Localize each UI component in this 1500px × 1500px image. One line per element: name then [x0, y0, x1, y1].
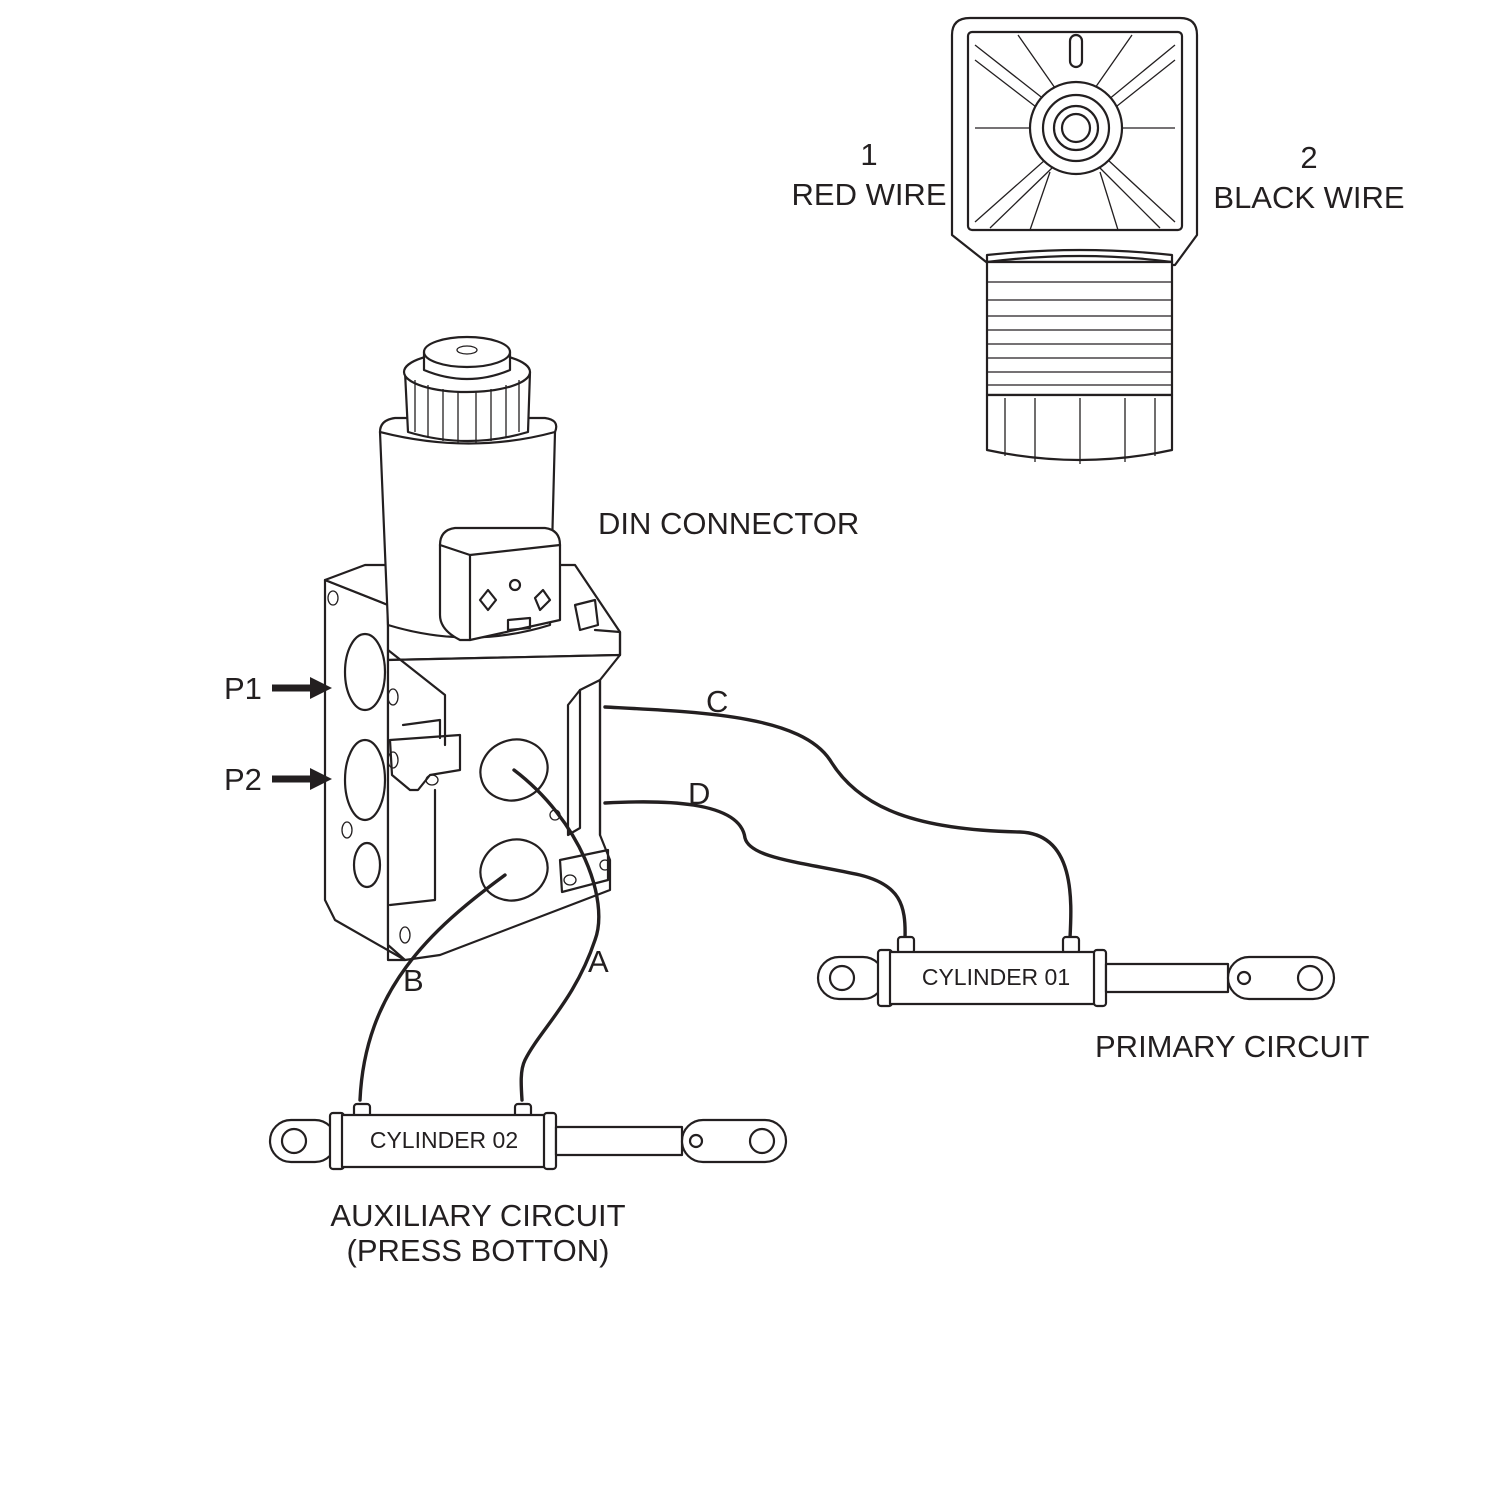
- auxiliary-circuit-label: AUXILIARY CIRCUIT: [330, 1198, 625, 1233]
- cylinder-01: [816, 935, 1336, 1008]
- port-c-label: C: [706, 684, 728, 719]
- pin1-number: 1: [860, 137, 877, 172]
- cylinder-01-label: CYLINDER 01: [922, 964, 1070, 990]
- cylinder-02: [268, 1102, 788, 1171]
- pin1-label: RED WIRE: [792, 177, 947, 212]
- pin2-number: 2: [1300, 140, 1317, 175]
- primary-circuit-label: PRIMARY CIRCUIT: [1095, 1029, 1370, 1064]
- solenoid-valve: [323, 335, 622, 962]
- port-p1-arrow-icon: [272, 677, 332, 699]
- din-connector-plug: [950, 16, 1199, 464]
- press-button-label: (PRESS BOTTON): [347, 1233, 610, 1268]
- pin2-label: BLACK WIRE: [1213, 180, 1404, 215]
- cylinder-02-label: CYLINDER 02: [370, 1127, 518, 1153]
- hose-b: [358, 873, 507, 1102]
- din-connector-label: DIN CONNECTOR: [598, 506, 859, 541]
- port-p2-arrow-icon: [272, 768, 332, 790]
- hose-d: [603, 800, 907, 940]
- port-d-label: D: [688, 776, 710, 811]
- port-a-label: A: [588, 944, 609, 979]
- port-p2-label: P2: [224, 762, 262, 797]
- port-b-label: B: [403, 963, 424, 998]
- port-p1-label: P1: [224, 671, 262, 706]
- hose-a: [512, 768, 601, 1102]
- hose-c: [603, 705, 1073, 940]
